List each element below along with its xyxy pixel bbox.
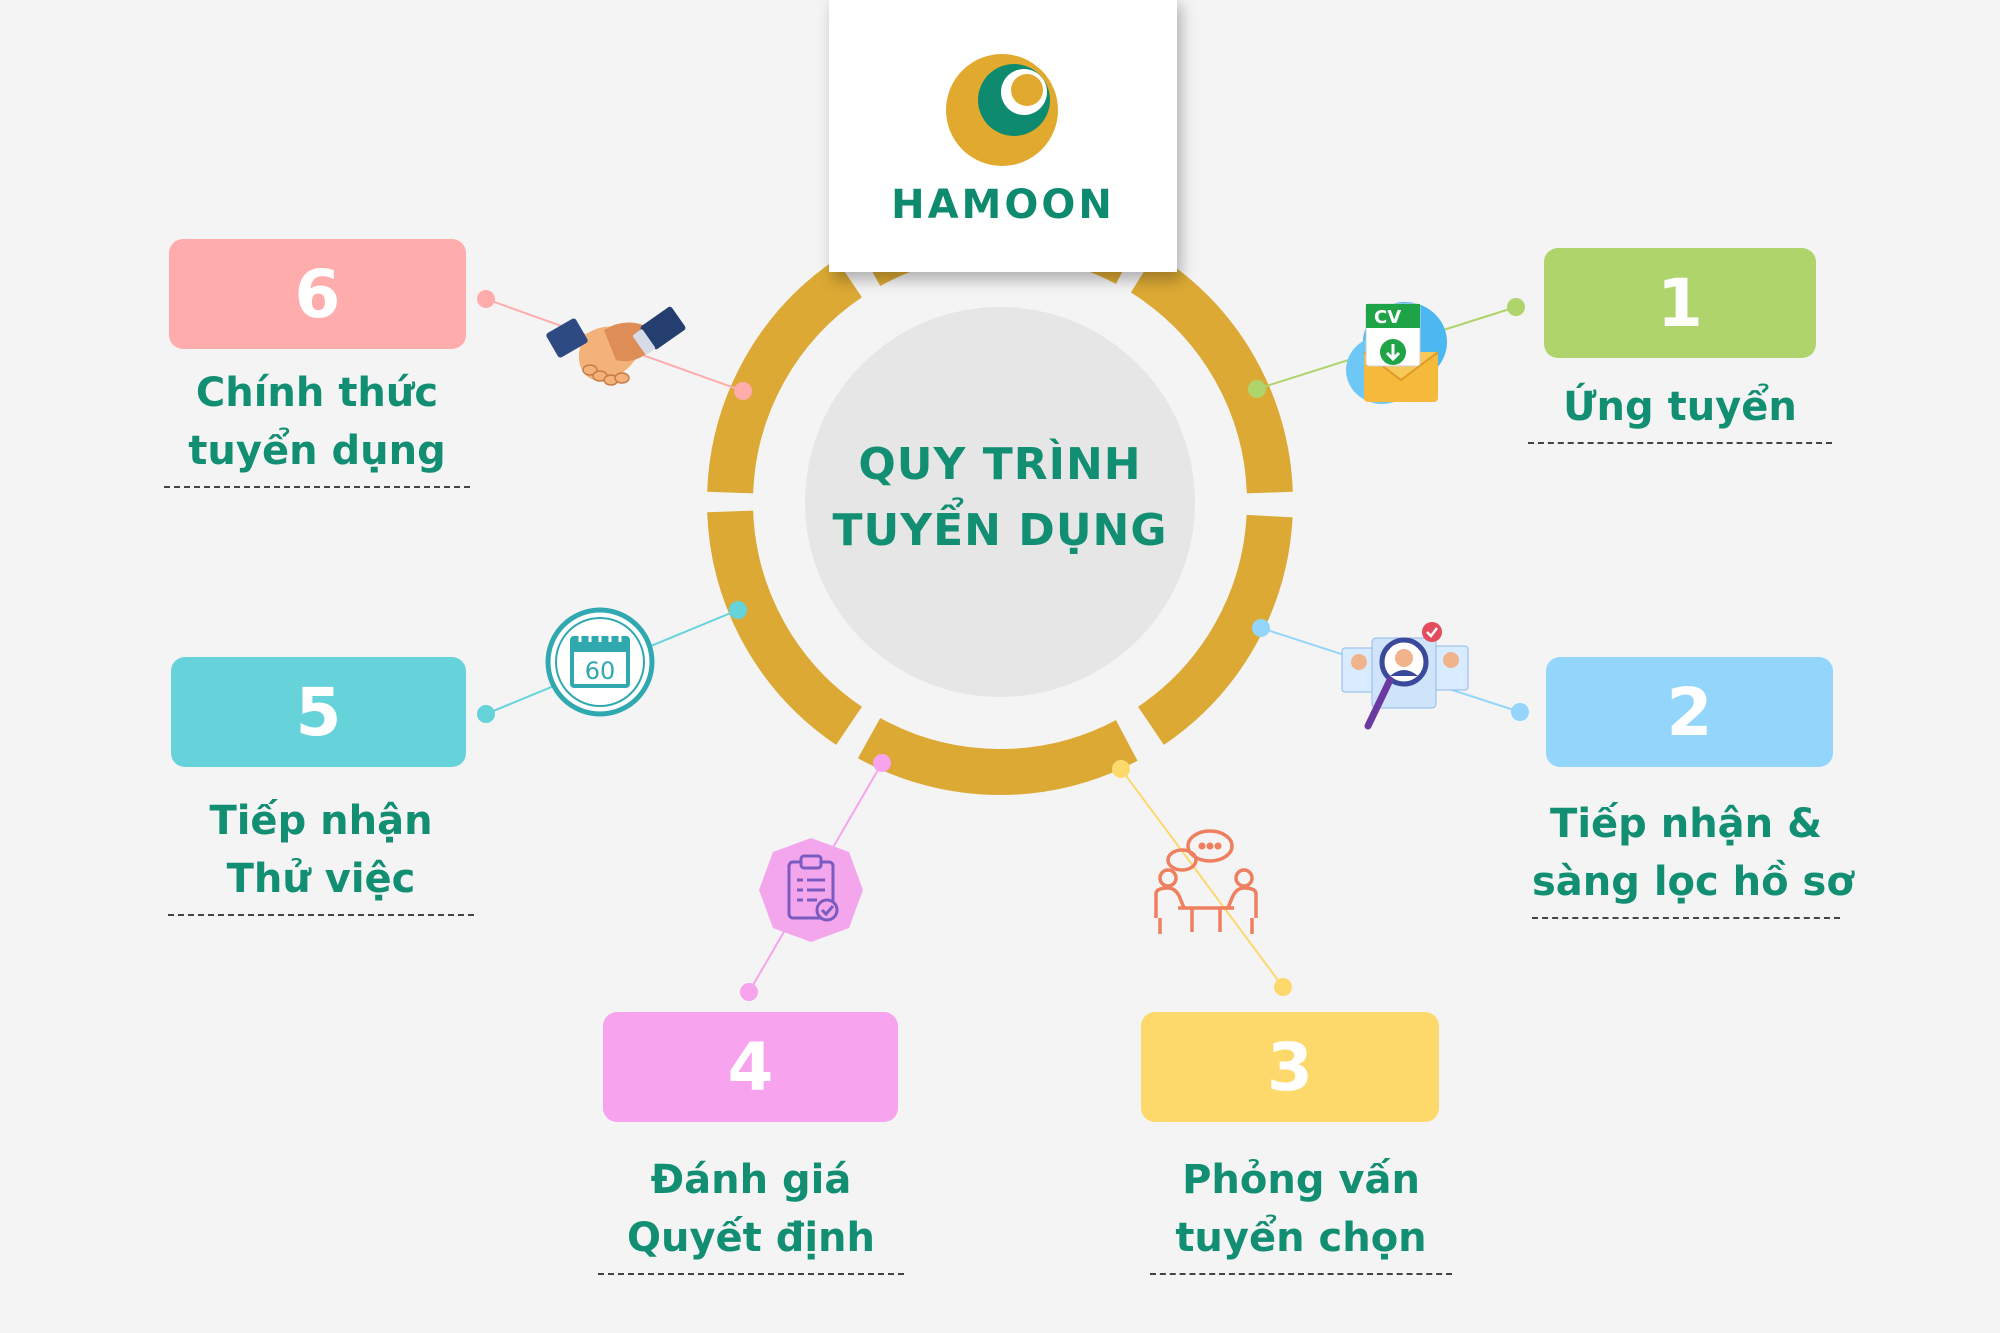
step-4-label: Đánh giá Quyết định [598,1151,904,1275]
step-3-box: 3 [1141,1012,1439,1122]
step-6-line-2: tuyển dụng [188,428,446,474]
connector-dot-1-outer [1507,298,1525,316]
connector-dot-5-outer [477,705,495,723]
step-3-line-1: Phỏng vấn [1182,1157,1420,1203]
connector-dot-4-outer [740,983,758,1001]
diagram-title: QUY TRÌNH TUYỂN DỤNG [806,432,1194,564]
step-6-label: Chính thức tuyển dụng [164,364,470,488]
calendar-60-icon: 60 [545,607,655,717]
step-2-line-1: Tiếp nhận & [1550,801,1822,847]
center-disc [805,307,1195,697]
ring-segment-3 [857,717,1138,795]
cv-envelope-icon: CV [1346,302,1447,404]
title-line-1: QUY TRÌNH [858,439,1142,490]
step-3-line-2: tuyển chọn [1175,1215,1427,1261]
step-1-number: 1 [1657,264,1703,342]
connector-dot-2-outer [1511,703,1529,721]
connector-dot-6-outer [477,290,495,308]
step-2-box: 2 [1546,657,1833,767]
connector-dot-3-outer [1274,978,1292,996]
ring-segment-5 [707,259,863,494]
ring-segment-1 [1130,253,1293,494]
clipboard-check-icon [759,838,863,942]
title-line-2: TUYỂN DỤNG [832,505,1168,556]
step-6-number: 6 [294,255,341,333]
svg-text:CV: CV [1374,307,1401,328]
step-5-line-1: Tiếp nhận [209,798,433,844]
step-5-line-2: Thử việc [226,856,416,902]
step-1-line-1: Ứng tuyển [1563,384,1797,430]
step-3-number: 3 [1267,1028,1313,1106]
step-3-label: Phỏng vấn tuyển chọn [1150,1151,1452,1275]
step-5-box: 5 [171,657,466,767]
interview-icon [1154,829,1258,934]
step-6-line-1: Chính thức [195,370,439,416]
step-1-label: Ứng tuyển [1528,378,1832,444]
step-4-box: 4 [603,1012,898,1122]
step-4-line-1: Đánh giá [650,1157,852,1203]
logo-card: HAMOON [829,0,1177,272]
ring-segment-2 [1137,514,1293,745]
step-2-label: Tiếp nhận & sàng lọc hồ sơ [1532,795,1854,919]
ring-segment-4 [707,510,863,745]
step-5-number: 5 [295,673,342,751]
connector-dot-2-inner [1252,619,1270,637]
handshake-icon [546,306,686,386]
connector-dot-1-inner [1248,380,1266,398]
connector-dot-6-inner [734,382,752,400]
candidate-search-icon [1341,622,1469,730]
calendar-day-count: 60 [585,657,616,685]
step-1-box: 1 [1544,248,1816,358]
connector-dot-4-inner [873,754,891,772]
logo-wordmark: HAMOON [891,182,1115,228]
step-5-label: Tiếp nhận Thử việc [168,792,474,916]
connector-line-3 [1120,768,1284,988]
crescent-moon-logo-icon [946,54,1058,166]
connector-dot-3-inner [1112,760,1130,778]
step-4-line-2: Quyết định [626,1215,876,1261]
step-2-number: 2 [1666,673,1713,751]
step-6-box: 6 [169,239,466,349]
connector-dot-5-inner [729,601,747,619]
step-2-line-2: sàng lọc hồ sơ [1532,859,1854,905]
step-4-number: 4 [727,1028,774,1106]
